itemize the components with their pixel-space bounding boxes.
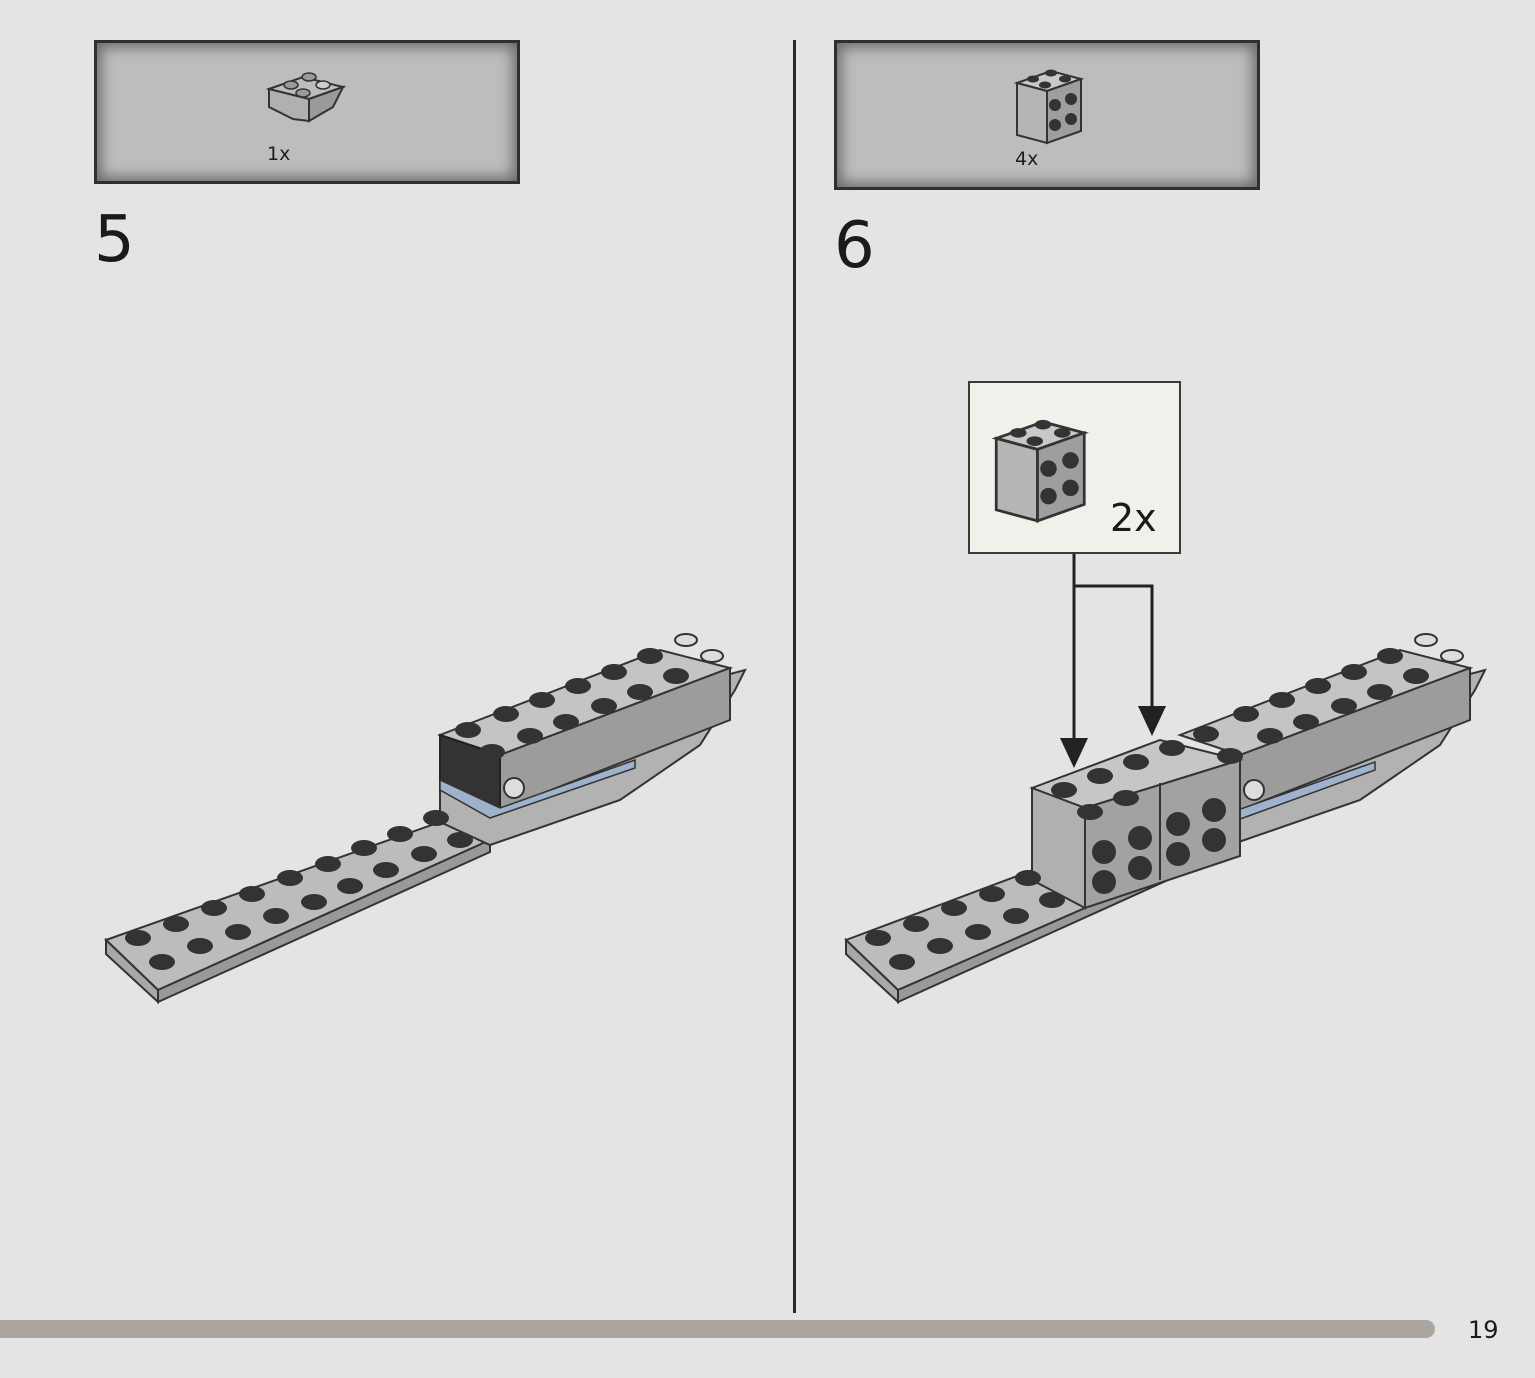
page-number: 19 bbox=[1468, 1316, 1499, 1344]
callout-qty: 2x bbox=[1110, 496, 1157, 540]
arrow-head-left bbox=[1060, 738, 1088, 768]
step-5-number: 5 bbox=[94, 203, 135, 277]
step-divider bbox=[793, 40, 796, 1313]
placement-arrows bbox=[1072, 554, 1154, 742]
inverted-slope-brick-icon bbox=[265, 72, 347, 123]
progress-bar bbox=[0, 1320, 1435, 1338]
step-6-parts-box: 4x bbox=[834, 40, 1260, 190]
step-6-number: 6 bbox=[834, 209, 875, 283]
brick-2x2-side-studs-icon bbox=[991, 419, 1089, 523]
step-5-parts-qty: 1x bbox=[267, 143, 291, 165]
step-5-model bbox=[104, 633, 747, 1005]
step-6-parts-qty: 4x bbox=[1015, 148, 1039, 170]
sub-assembly-callout: 2x bbox=[968, 381, 1181, 554]
brick-2x2-side-studs-icon bbox=[1013, 69, 1085, 145]
arrow-head-right bbox=[1138, 706, 1166, 736]
step-5-parts-box: 1x bbox=[94, 40, 520, 184]
step-6-model bbox=[844, 633, 1487, 1005]
